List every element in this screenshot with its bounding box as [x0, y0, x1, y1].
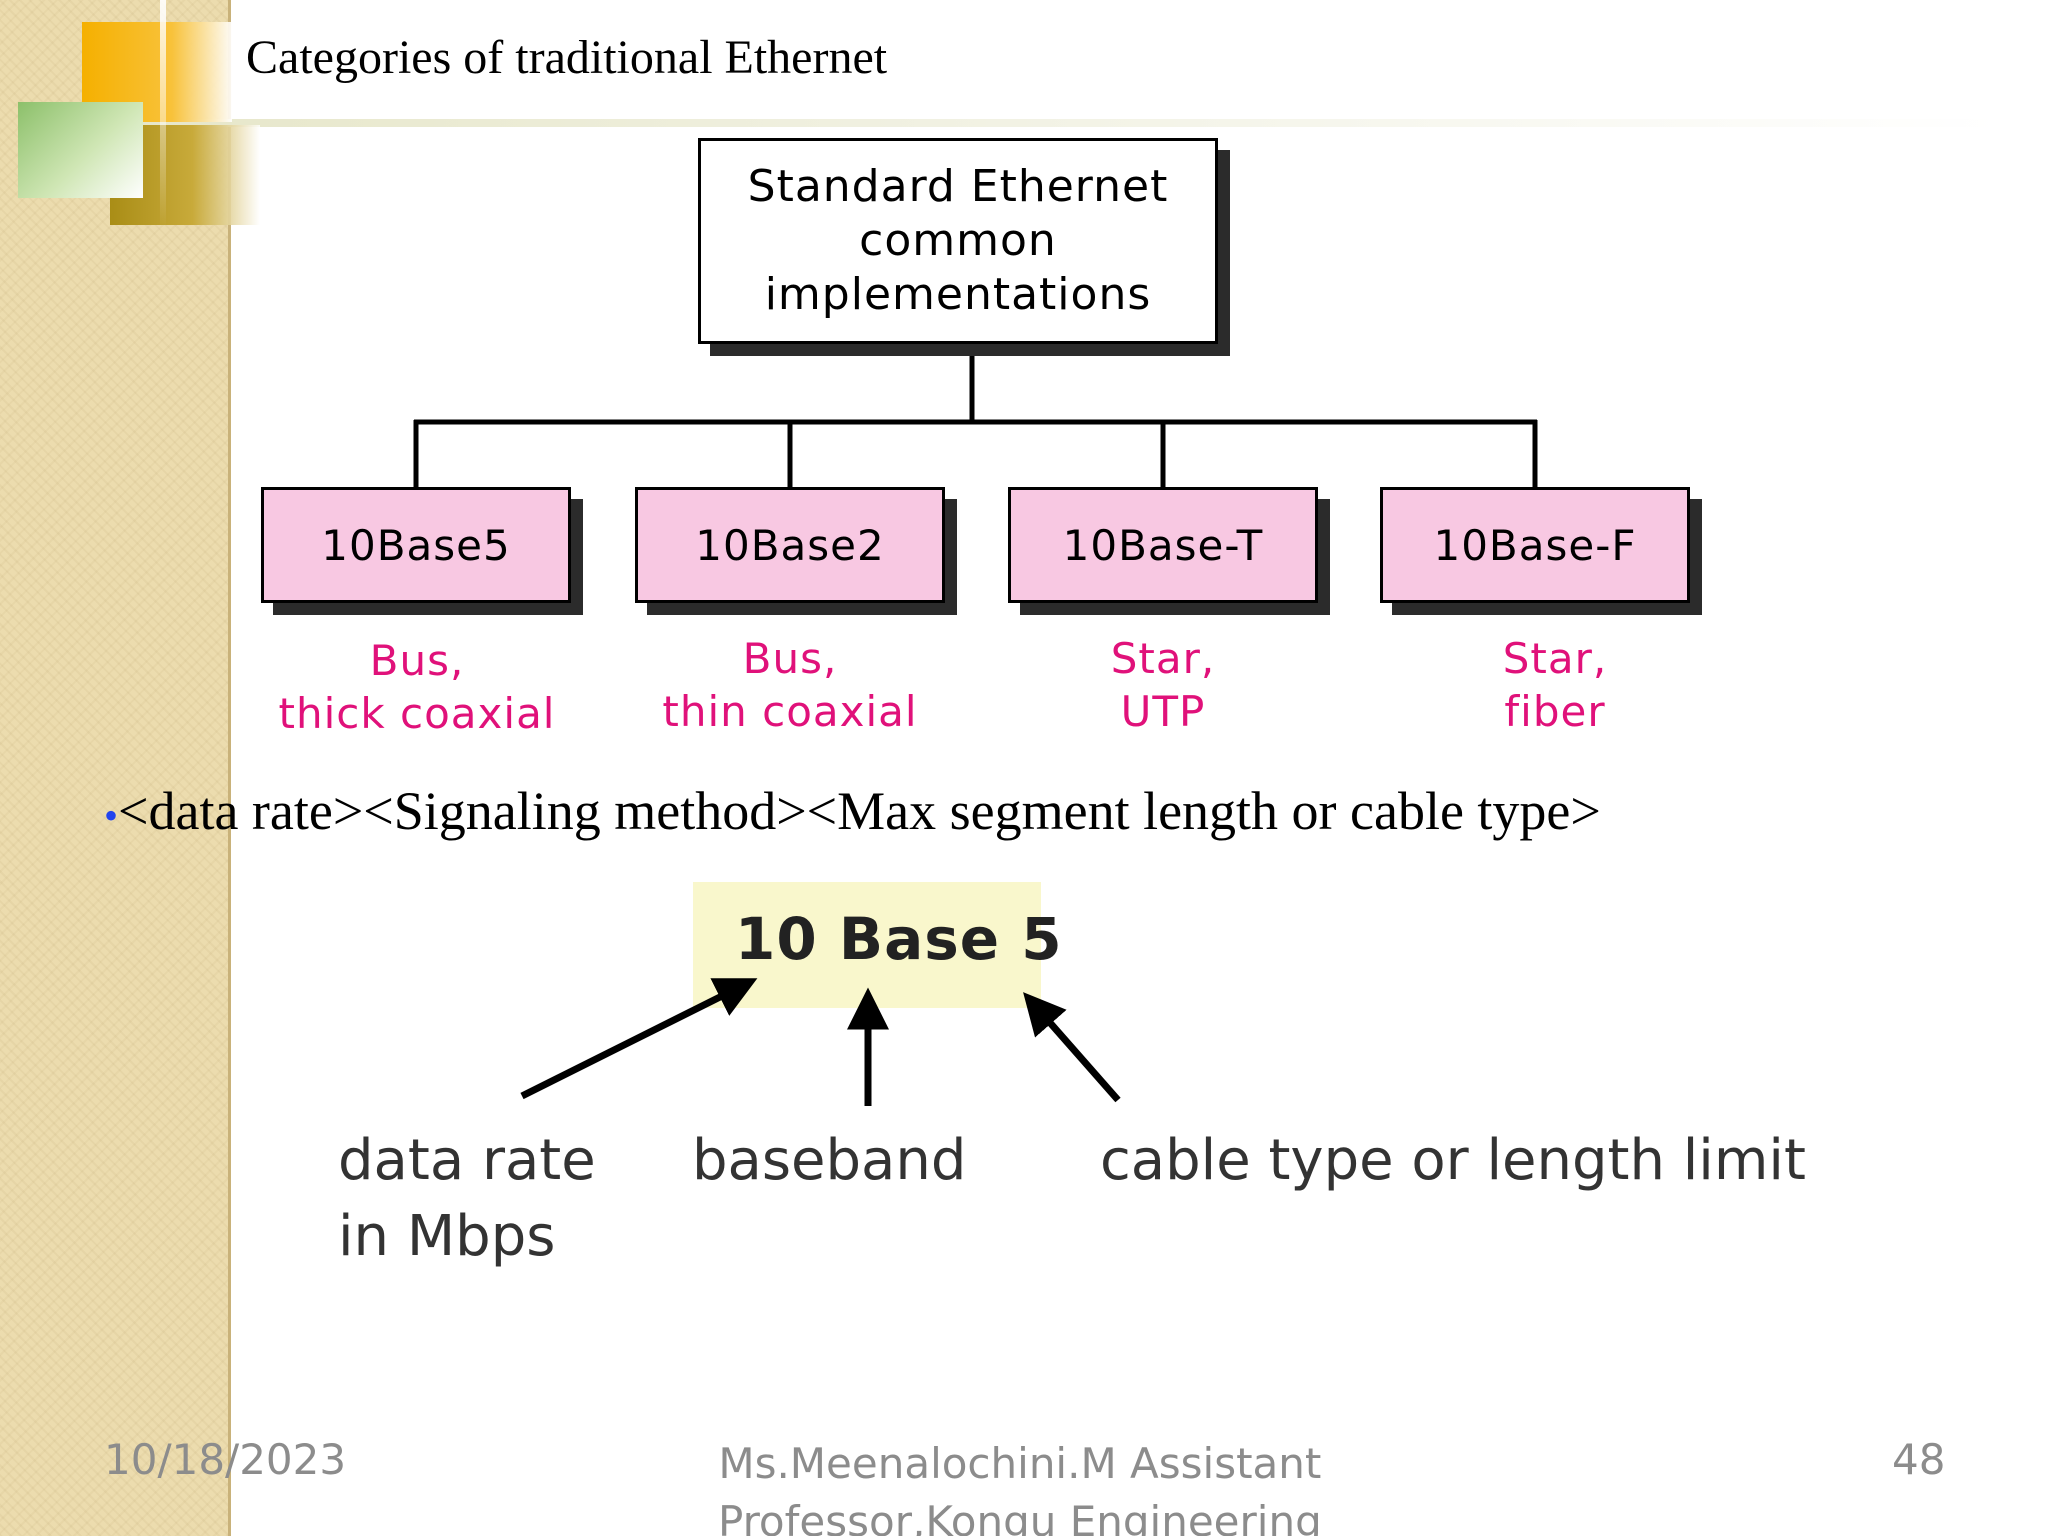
caption-line: thin coaxial [662, 687, 918, 736]
caption-line: fiber [1504, 687, 1606, 736]
bullet-format-line: •<data rate><Signaling method><Max segme… [104, 780, 1601, 842]
caption-line: thick coaxial [278, 689, 556, 738]
footer-page-number: 48 [1892, 1435, 1946, 1484]
caption-line: UTP [1120, 687, 1206, 736]
caption-10base2: Bus, thin coaxial [620, 632, 960, 738]
box-10base2: 10Base2 [635, 487, 945, 603]
box-label: 10Base2 [695, 520, 885, 570]
footer-date: 10/18/2023 [104, 1435, 347, 1484]
caption-line: Star, [1110, 634, 1216, 683]
caption-10base5: Bus, thick coaxial [247, 634, 587, 740]
bullet-text: <data rate><Signaling method><Max segmen… [118, 781, 1601, 841]
caption-line: Bus, [742, 634, 838, 683]
decorative-green-square [18, 102, 143, 198]
part-label-cable-type: cable type or length limit [1100, 1128, 1806, 1193]
decorative-vertical-rule [160, 0, 166, 230]
arrow-data-rate [520, 978, 758, 1100]
caption-line: Bus, [369, 636, 465, 685]
footer-author: Ms.Meenalochini.M Assistant Professor,Ko… [718, 1435, 1322, 1536]
part-label-line: in Mbps [338, 1204, 556, 1269]
example-label: 10 Base 5 [735, 905, 1063, 973]
part-label-line: data rate [338, 1128, 596, 1193]
slide-title: Categories of traditional Ethernet [246, 31, 888, 84]
root-box-standard-ethernet: Standard Ethernet common implementations [698, 138, 1218, 344]
box-label: 10Base5 [321, 520, 511, 570]
left-decorative-band [0, 0, 231, 1536]
box-10base-f: 10Base-F [1380, 487, 1690, 603]
box-10base-t: 10Base-T [1008, 487, 1318, 603]
caption-10base-t: Star, UTP [993, 632, 1333, 738]
part-label-data-rate: data rate in Mbps [338, 1123, 596, 1275]
box-label: 10Base-F [1433, 520, 1637, 570]
arrow-cable-type [1023, 992, 1121, 1103]
footer-author-line: Ms.Meenalochini.M Assistant [718, 1439, 1322, 1488]
bullet-marker: • [104, 793, 119, 838]
header-rule [100, 119, 2000, 127]
root-box-label: Standard Ethernet common implementations [747, 161, 1169, 320]
caption-10base-f: Star, fiber [1385, 632, 1725, 738]
footer-author-line: Professor,Kongu Engineering [718, 1497, 1322, 1536]
box-label: 10Base-T [1062, 520, 1264, 570]
caption-line: Star, [1502, 634, 1608, 683]
box-10base5: 10Base5 [261, 487, 571, 603]
part-label-baseband: baseband [692, 1128, 967, 1193]
